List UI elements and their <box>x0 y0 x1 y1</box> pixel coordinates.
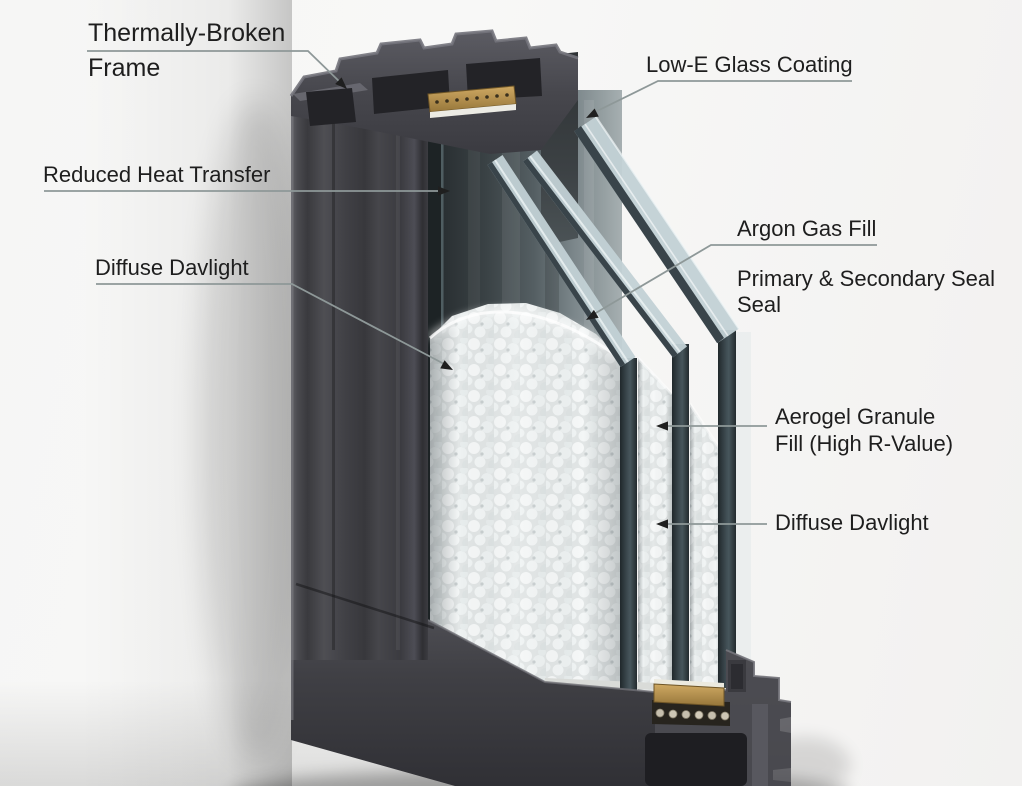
frame-jamb <box>291 96 435 720</box>
glass-pane-3-edge <box>718 330 736 688</box>
arrowhead-argon-gas-fill <box>586 309 599 320</box>
label-primary-secondary-seal-line1: Primary & Secondary Seal <box>737 266 995 291</box>
label-diffuse-daylight-right: Diffuse Davlight <box>775 510 929 535</box>
leader-arrowheads <box>335 77 668 529</box>
sill-chamber <box>645 733 747 786</box>
aerogel-granule-fill <box>427 303 724 692</box>
arrowhead-aerogel-granule-fill <box>656 421 668 431</box>
label-argon-gas-fill: Argon Gas Fill <box>737 216 877 241</box>
arrowhead-diffuse-daylight-left <box>440 360 453 370</box>
glass-pane-3-face <box>736 332 751 688</box>
arrowhead-low-e-glass-coating <box>586 108 599 118</box>
top-spacer-bar <box>427 85 517 118</box>
arrowhead-thermally-broken-frame <box>335 77 347 89</box>
label-thermally-broken-frame-line2: Frame <box>88 54 161 82</box>
label-thermally-broken-frame-line1: Thermally-Broken <box>88 19 286 47</box>
label-reduced-heat-transfer: Reduced Heat Transfer <box>43 162 271 187</box>
leader-thermally-broken-frame <box>87 50 344 86</box>
glass-panes <box>620 330 751 692</box>
arrowhead-diffuse-daylight-right <box>656 519 668 529</box>
leader-low-e-glass-coating <box>588 80 852 116</box>
leader-argon-gas-fill <box>588 244 877 318</box>
bottom-spacer-bar <box>652 679 730 726</box>
frame-head <box>289 29 579 154</box>
label-aerogel-granule-fill-line2: Fill (High R-Value) <box>775 431 954 456</box>
leader-diffuse-daylight-left <box>96 283 449 367</box>
leader-lines <box>44 50 877 525</box>
label-aerogel-granule-fill-line1: Aerogel Granule <box>775 404 936 429</box>
miter-seam <box>295 582 435 630</box>
label-primary-secondary-seal-line2: Seal <box>737 292 782 317</box>
frame-wall-shadow <box>200 100 310 760</box>
glass-pane-1-edge <box>620 358 637 692</box>
label-diffuse-daylight-left: Diffuse Davlight <box>95 255 249 280</box>
arrowhead-reduced-heat-transfer <box>438 186 450 196</box>
head-chamber-1 <box>306 88 356 126</box>
glass-pane-2-edge <box>672 344 689 690</box>
label-low-e-glass-coating: Low-E Glass Coating <box>646 52 853 77</box>
